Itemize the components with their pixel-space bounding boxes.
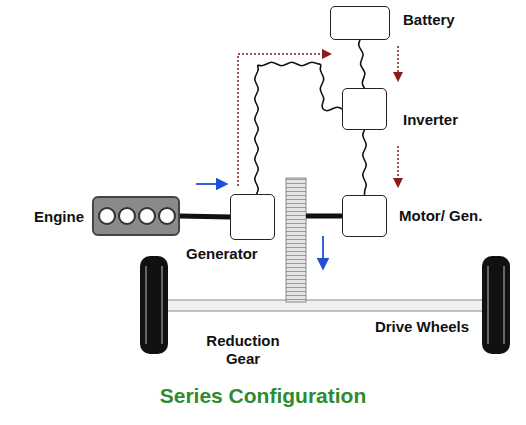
- drive-wheel: [140, 256, 168, 354]
- part-label: Reduction Gear: [198, 332, 288, 368]
- part-label: Generator: [186, 245, 258, 262]
- part-label: Inverter: [403, 111, 458, 128]
- drive-wheel: [482, 256, 510, 354]
- flow-arrow: [322, 236, 324, 268]
- part-label: Drive Wheels: [368, 318, 476, 336]
- motor-generator-box: Motor/ Gen.: [342, 195, 387, 237]
- flow-arrow: [397, 146, 399, 186]
- reduction-gear: [286, 178, 306, 302]
- flow-arrow: [397, 46, 399, 80]
- power-cable: [255, 62, 342, 194]
- motor-shaft: [306, 214, 342, 219]
- battery-box: Battery: [330, 6, 390, 40]
- part-label: Motor/ Gen.: [399, 207, 482, 224]
- inverter-box: Inverter: [342, 88, 387, 130]
- part-label: Battery: [403, 11, 455, 28]
- power-cable: [363, 130, 366, 195]
- axle: [166, 300, 484, 311]
- flow-arrow: [196, 183, 226, 185]
- power-cable: [359, 40, 365, 88]
- generator-box: Generator: [230, 194, 275, 240]
- engine-cylinders: [94, 198, 178, 234]
- diagram-caption: Series Configuration: [0, 384, 526, 408]
- engine-block: Engine: [92, 196, 180, 236]
- drive-shaft: [180, 216, 230, 217]
- flow-arrow: [238, 54, 330, 186]
- part-label: Engine: [34, 208, 84, 225]
